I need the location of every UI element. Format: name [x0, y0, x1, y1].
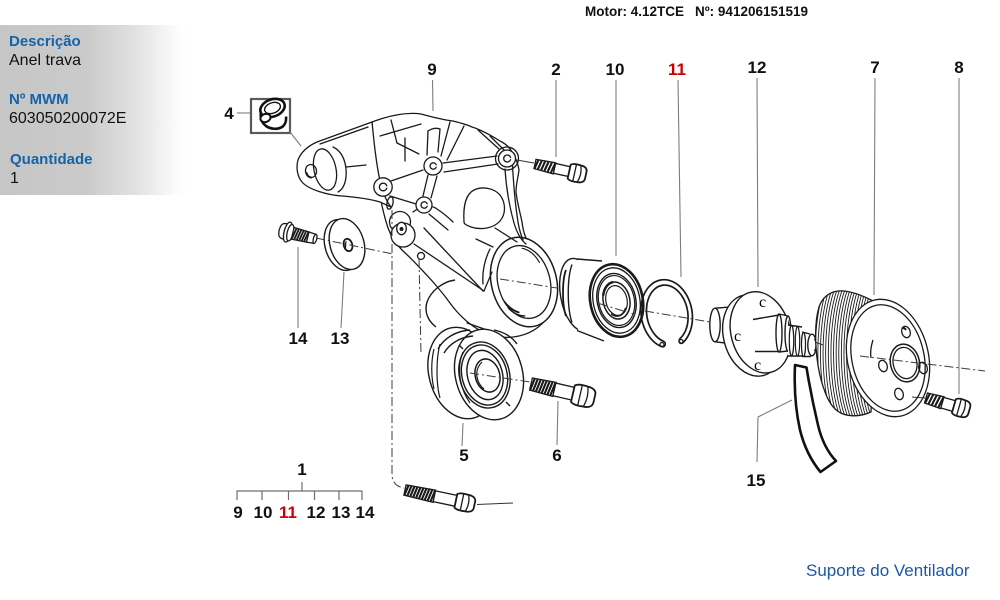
svg-text:c: c [754, 357, 761, 374]
svg-text:2: 2 [551, 60, 560, 79]
svg-text:14: 14 [356, 503, 375, 522]
svg-text:5: 5 [459, 446, 468, 465]
svg-text:10: 10 [254, 503, 273, 522]
svg-text:10: 10 [606, 60, 625, 79]
svg-text:6: 6 [552, 446, 561, 465]
svg-text:14: 14 [289, 329, 308, 348]
svg-text:11: 11 [279, 503, 297, 522]
svg-text:4: 4 [224, 104, 234, 123]
svg-text:c: c [759, 294, 766, 311]
svg-text:13: 13 [331, 329, 350, 348]
svg-text:12: 12 [307, 503, 326, 522]
svg-text:8: 8 [954, 58, 963, 77]
svg-text:11: 11 [668, 60, 686, 79]
svg-text:9: 9 [233, 503, 242, 522]
svg-text:12: 12 [748, 58, 767, 77]
svg-text:c: c [734, 328, 741, 345]
svg-text:13: 13 [332, 503, 351, 522]
svg-text:15: 15 [747, 471, 766, 490]
svg-text:1: 1 [297, 460, 306, 479]
svg-text:9: 9 [427, 60, 436, 79]
svg-text:7: 7 [870, 58, 879, 77]
